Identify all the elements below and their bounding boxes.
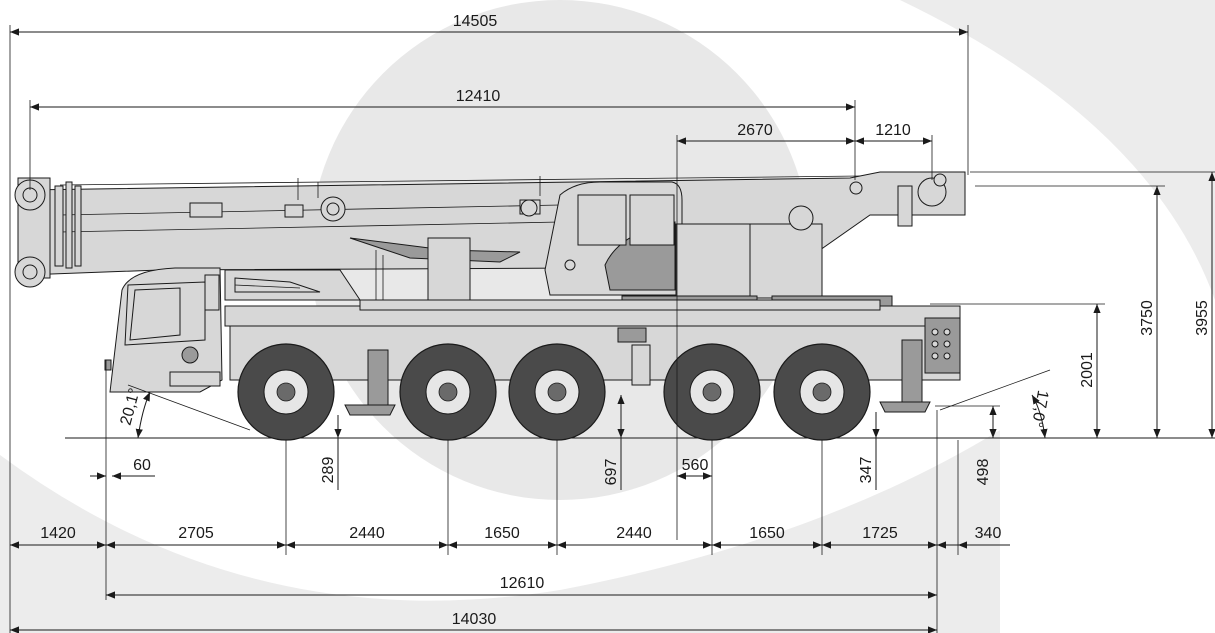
upper-cab: [544, 181, 683, 296]
dim-height-overall: 3955: [1194, 300, 1211, 336]
dim-middle-clearance: 697: [603, 459, 620, 486]
crane: [14, 171, 966, 441]
dim-front-clearance: 289: [320, 457, 337, 484]
dimension-lines: [10, 28, 1215, 633]
dim-overall-length: 14505: [453, 13, 498, 30]
dim-rear-to-outrigger: 1725: [862, 525, 898, 542]
dim-axle-4-5: 2440: [616, 525, 652, 542]
dim-axle-3-4: 1650: [484, 525, 520, 542]
wheel-1: [237, 343, 335, 441]
dim-front-overhang: 1420: [40, 525, 76, 542]
wheel-4: [663, 343, 761, 441]
dim-departure-angle: 17,0°: [1028, 389, 1051, 429]
dim-axle-5-6: 1650: [749, 525, 785, 542]
dim-height-boom: 3750: [1139, 300, 1156, 336]
dim-outrigger-height: 498: [975, 459, 992, 486]
dim-length-carrier: 14030: [452, 611, 497, 628]
wheels: [237, 343, 871, 441]
dim-boom-rear-offset: 1210: [875, 122, 911, 139]
dim-boom-length: 12410: [456, 88, 501, 105]
dim-axle-gap-small: 560: [682, 457, 709, 474]
driver-cab: [104, 267, 223, 393]
wheel-5: [773, 343, 871, 441]
dim-height-carrier: 2001: [1079, 352, 1096, 388]
wheel-2: [399, 343, 497, 441]
dim-axle-1-2: 2705: [178, 525, 214, 542]
dim-axle-2-3: 2440: [349, 525, 385, 542]
dim-wheelbase-total: 12610: [500, 575, 545, 592]
dimension-labels: 14505 12410 2670 1210 3955 3750 2001 498…: [40, 13, 1211, 628]
dim-rear-overhang: 340: [975, 525, 1002, 542]
dim-rear-clearance: 347: [858, 457, 875, 484]
wheel-3: [508, 343, 606, 441]
dim-front-overhang-small: 60: [133, 457, 151, 474]
dim-approach-angle: 20,1°: [118, 387, 144, 428]
dim-counterweight-width: 2670: [737, 122, 773, 139]
